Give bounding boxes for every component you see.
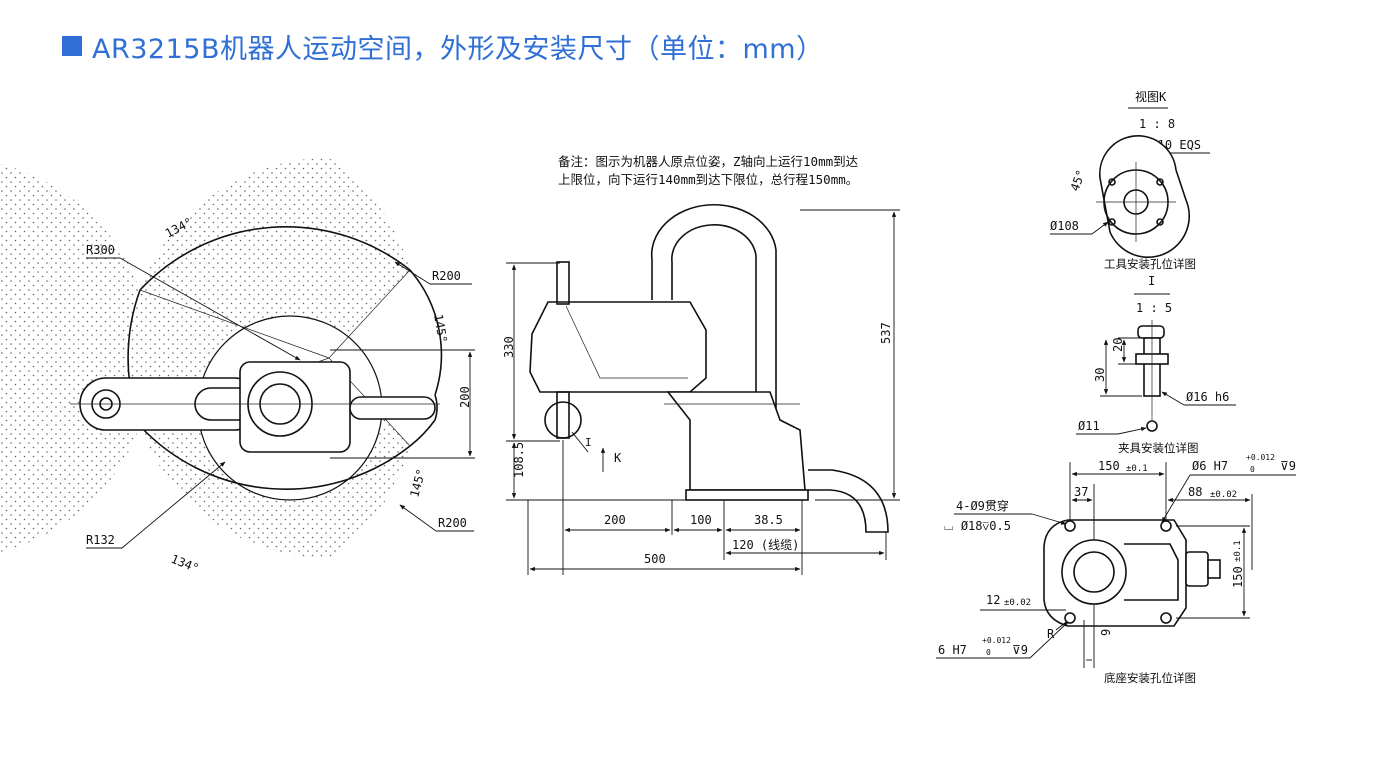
base-pin-top-tol-lower: 0 xyxy=(1250,465,1255,474)
label-r132: R132 xyxy=(86,533,115,547)
label-r200-bottom: R200 xyxy=(438,516,467,530)
gripper-bore xyxy=(1146,420,1158,432)
label-r300: R300 xyxy=(86,243,115,257)
dim-108-5: 108.5 xyxy=(512,442,526,478)
dim-330: 330 xyxy=(502,336,516,358)
page-title: AR3215B机器人运动空间，外形及安装尺寸（单位：mm） xyxy=(92,33,824,65)
tool-flange-outline xyxy=(1099,135,1191,258)
base-connector-plug xyxy=(1207,559,1221,579)
view-k-caption: 工具安装孔位详图 xyxy=(1104,257,1196,271)
base-pin-top: Ø6 H7 xyxy=(1192,459,1228,473)
view-k-scale: 1 : 8 xyxy=(1139,117,1175,131)
base-pin-bottom-tol-upper: +0.012 xyxy=(982,636,1011,645)
dim-500: 500 xyxy=(644,552,666,566)
side-view: 备注：图示为机器人原点位姿，Z轴向上运行10mm到达 上限位，向下运行140mm… xyxy=(502,154,900,575)
detail-view-i: I 1 : 5 20 30 Ø16 h6 Ø11 夹具安装位详图 xyxy=(1076,274,1236,455)
angle-134-bottom: 134° xyxy=(169,552,201,576)
base-pin-top-tol-upper: +0.012 xyxy=(1246,453,1275,462)
base-dim-88-tol: ±0.02 xyxy=(1210,490,1237,500)
arm-housing-shade xyxy=(565,305,688,379)
tool-flange xyxy=(544,401,582,439)
base-hole-4 xyxy=(1160,612,1172,624)
dim-200-side: 200 xyxy=(604,513,626,527)
r200-arc-bottom xyxy=(409,419,436,447)
angle-145-bottom: 145° xyxy=(407,467,428,499)
base-holes-through: 4-Ø9贯穿 xyxy=(956,498,1009,513)
gripper-cap xyxy=(1137,325,1165,339)
view-i-marker: I xyxy=(585,436,592,449)
cable-arch xyxy=(650,203,777,430)
sector-line-1 xyxy=(139,289,330,359)
base-cable-housing xyxy=(1124,543,1179,601)
title-bar: AR3215B机器人运动空间，外形及安装尺寸（单位：mm） xyxy=(62,26,824,66)
note-line-1: 备注：图示为机器人原点位姿，Z轴向上运行10mm到达 xyxy=(558,154,859,169)
top-view: 200 R300 R200 R200 R132 134° 134° 145° 1… xyxy=(0,157,475,576)
base-r-label: R xyxy=(1047,627,1055,641)
dim-100: 100 xyxy=(690,513,712,527)
z-shaft-bottom xyxy=(556,391,570,439)
base-connector xyxy=(1185,551,1209,587)
view-k-label: K xyxy=(614,451,622,465)
view-i-scale: 1 : 5 xyxy=(1136,301,1172,315)
base-plate xyxy=(685,489,809,501)
label-r200-top: R200 xyxy=(432,269,461,283)
view-i-dim-30: 30 xyxy=(1093,368,1107,382)
view-k-diameter: Ø108 xyxy=(1050,219,1079,233)
base-caption: 底座安装孔位详图 xyxy=(1104,671,1196,685)
base-dim-150-side: 150 xyxy=(1231,566,1245,588)
base-dim-88: 88 xyxy=(1188,485,1202,499)
base-dim-12: 12 xyxy=(986,593,1000,607)
base-counterbore: ⌴ Ø18⊽0.5 xyxy=(944,519,1011,533)
base-dim-150-top-tol: ±0.1 xyxy=(1126,464,1148,474)
cable-arch-inner xyxy=(671,224,757,430)
base-dim-9: 9 xyxy=(1099,629,1113,636)
view-k-title: 视图K xyxy=(1135,89,1167,104)
view-i-bore: Ø11 xyxy=(1078,419,1100,433)
dim-120-cable: 120 (线缆) xyxy=(732,538,799,552)
view-i-caption: 夹具安装位详图 xyxy=(1118,441,1199,455)
base-dim-150-top: 150 xyxy=(1098,459,1120,473)
base-view: 150 ±0.1 Ø6 H7 +0.012 0 ⊽9 37 88 ±0.02 4… xyxy=(936,453,1296,685)
front-boundary xyxy=(434,394,438,421)
base-dim-37: 37 xyxy=(1074,485,1088,499)
view-i-dim-20: 20 xyxy=(1111,338,1125,352)
dim-537: 537 xyxy=(879,322,893,344)
base-pin-bottom-tol-lower: 0 xyxy=(986,648,991,657)
base-hole-3 xyxy=(1064,612,1076,624)
view-i-title: I xyxy=(1148,274,1155,288)
base-hole-1 xyxy=(1064,520,1076,532)
base-pin-bottom-depth: ⊽9 xyxy=(1012,643,1028,657)
outer-boundary xyxy=(139,226,411,291)
dim-38-5: 38.5 xyxy=(754,513,783,527)
sector-line-3 xyxy=(328,269,411,359)
dim-200-top-view: 200 xyxy=(458,386,472,408)
z-shaft-top xyxy=(556,261,570,305)
view-k-angle: 45° xyxy=(1068,168,1089,193)
note-line-2: 上限位，向下运行140mm到达下限位，总行程150mm。 xyxy=(558,172,858,187)
base-pin-bottom: 6 H7 xyxy=(938,643,967,657)
side-cable xyxy=(808,469,889,533)
cable-outlet xyxy=(349,396,436,420)
view-i-shaft: Ø16 h6 xyxy=(1186,390,1229,404)
outer-boundary-lower xyxy=(139,425,411,490)
base-flange-inner xyxy=(1073,551,1115,593)
angle-145-top: 145° xyxy=(431,313,450,344)
base-dim-150-side-tol: ±0.1 xyxy=(1233,540,1243,562)
base-column xyxy=(666,391,806,491)
detail-view-k: 视图K 1 : 8 4xM4⊽10 EQS 45° Ø108 工具安装孔位详图 xyxy=(1050,89,1210,271)
base-pin-top-depth: ⊽9 xyxy=(1280,459,1296,473)
arm-housing xyxy=(529,301,707,393)
r200-arc-top xyxy=(409,269,443,396)
title-marker-icon xyxy=(62,36,82,56)
workspace-outer-area xyxy=(0,163,329,553)
base-dim-12-tol: ±0.02 xyxy=(1004,598,1031,608)
